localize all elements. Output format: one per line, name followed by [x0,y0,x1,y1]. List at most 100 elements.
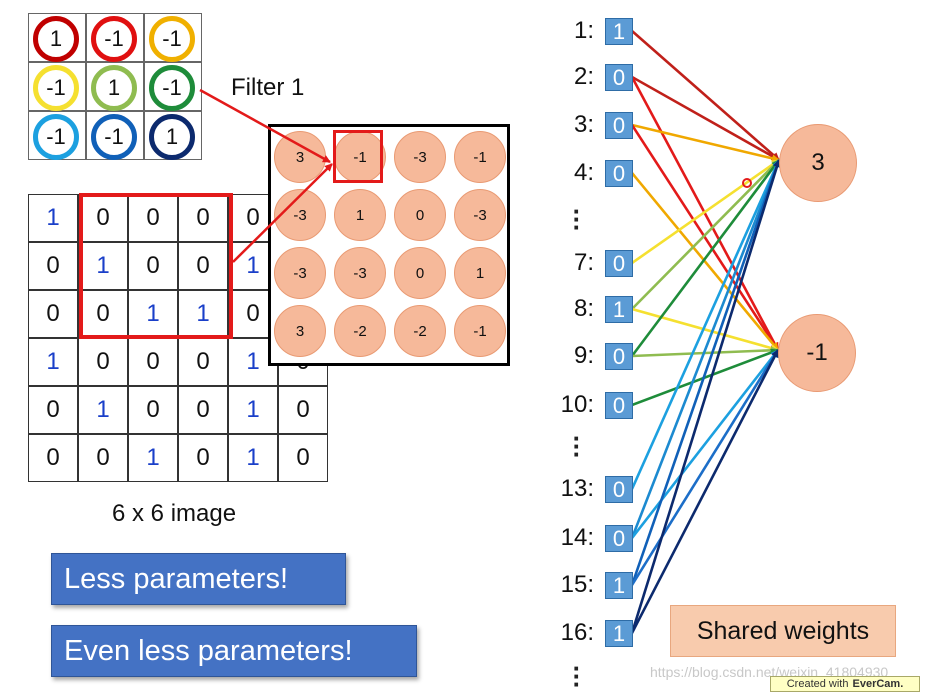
connection-line [630,159,781,539]
input-value-box: 0 [605,160,633,187]
filter-cell: -1 [144,13,202,62]
input-value-box: 1 [605,18,633,45]
connection-line [630,159,781,634]
image-cell: 0 [128,386,178,434]
input-index: 3: [573,111,594,138]
input-index: 14: [560,524,594,551]
input-index: 1: [573,17,594,44]
connection-line [630,159,781,490]
cursor-dot [742,178,752,188]
connection-line [631,30,780,161]
feature-map-value: -3 [394,131,446,183]
filter-value: -1 [33,114,79,160]
input-index: 10: [560,391,594,418]
feature-map-value: -3 [274,189,326,241]
feature-map-value: 1 [334,189,386,241]
shared-weights-box: Shared weights [670,605,896,657]
output-node-top: 3 [779,124,857,202]
connection-line [631,159,780,310]
filter-cell: -1 [28,62,86,111]
connection-line [631,75,780,162]
input-value-box: 0 [605,525,633,552]
filter-cell: -1 [28,111,86,160]
input-value-box: 0 [605,64,633,91]
filter-arrow [199,88,331,164]
connection-line [630,159,781,586]
image-cell: 0 [278,386,328,434]
filter-label: Filter 1 [231,74,305,101]
feature-map-value: 0 [394,189,446,241]
connection-line [630,159,781,357]
filter-cell: -1 [144,62,202,111]
image-cell: 0 [178,386,228,434]
connection-line [630,172,780,351]
connection-line [630,349,780,634]
filter-value: 1 [33,16,79,62]
connection-line [631,158,780,265]
feature-map-value: 3 [274,131,326,183]
input-index: 13: [560,475,594,502]
ellipsis-dots-2: ··· [572,423,582,469]
input-value-box: 0 [605,476,633,503]
filter-cell: 1 [144,111,202,160]
feature-map-value: -1 [454,305,506,357]
feature-map-highlight [333,130,383,183]
input-index: 15: [560,571,594,598]
image-cell: 0 [28,290,78,338]
image-cell: 0 [128,242,178,290]
filter-value: -1 [149,16,195,62]
input-value-box: 0 [605,392,633,419]
feature-map-value: 0 [394,247,446,299]
input-value-box: 0 [605,112,633,139]
image-cell: 1 [78,386,128,434]
image-cell: 1 [78,242,128,290]
feature-map-value: -3 [274,247,326,299]
filter-cell: -1 [86,13,144,62]
evercam-prefix: Created with [786,678,849,690]
feature-map-value: 1 [454,247,506,299]
image-cell: 0 [178,242,228,290]
input-value-box: 0 [605,250,633,277]
output-node-bottom: -1 [778,314,856,392]
image-cell: 1 [228,386,278,434]
input-index: 8: [573,295,594,322]
image-arrow [232,163,333,263]
input-index: 2: [573,63,594,90]
input-index: 4: [573,159,594,186]
image-cell: 1 [128,434,178,482]
even-less-parameters-label: Even less parameters! [64,634,353,667]
connection-line [630,76,780,351]
feature-map-value: -1 [454,131,506,183]
less-parameters-button[interactable]: Less parameters! [51,553,346,605]
filter-value: 1 [91,65,137,111]
feature-map-value: -3 [334,247,386,299]
filter-value: 1 [149,114,195,160]
ellipsis-dots-3: ··· [572,653,582,699]
filter-cell: -1 [86,111,144,160]
feature-map-value: -2 [394,305,446,357]
image-cell: 1 [28,338,78,386]
connection-line [631,307,779,352]
image-cell: 0 [28,386,78,434]
feature-map-value: -2 [334,305,386,357]
even-less-parameters-button[interactable]: Even less parameters! [51,625,417,677]
input-value-box: 1 [605,620,633,647]
connection-line [630,349,780,586]
input-index: 16: [560,619,594,646]
input-value-box: 1 [605,572,633,599]
evercam-brand: EverCam. [852,678,904,690]
input-index: 9: [573,342,594,369]
connection-line [631,123,780,163]
feature-map-value: -1 [334,131,386,183]
connection-line [630,349,780,539]
less-parameters-label: Less parameters! [64,562,289,595]
filter-value: -1 [91,16,137,62]
filter-value: -1 [149,65,195,111]
input-value-box: 1 [605,296,633,323]
filter-cell: 1 [86,62,144,111]
image-cell: 1 [28,194,78,242]
filter-value: -1 [33,65,79,111]
